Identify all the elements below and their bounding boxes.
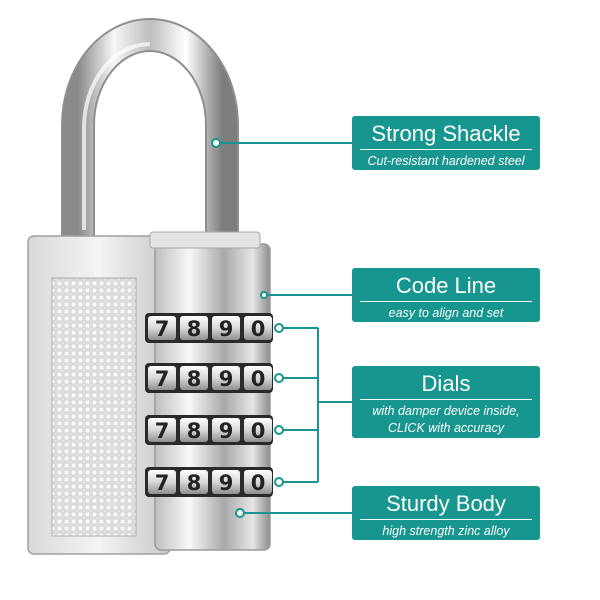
callout-title: Code Line: [395, 273, 497, 298]
dial-digit[interactable]: 9: [219, 419, 234, 443]
dial-digit[interactable]: 7: [155, 317, 170, 341]
dial-digit[interactable]: 8: [187, 367, 202, 391]
callout-divider: [360, 519, 532, 520]
callout-divider: [360, 399, 532, 400]
dial-digit[interactable]: 0: [251, 317, 266, 341]
shackle: [61, 18, 239, 240]
callout-title: Sturdy Body: [386, 491, 506, 516]
dial-row-2: [145, 363, 273, 393]
callout-divider: [360, 301, 532, 302]
callout-title: Strong Shackle: [371, 121, 521, 146]
callout-sturdy-body: Sturdy Body high strength zinc alloy: [352, 486, 540, 540]
dial-digit[interactable]: 8: [187, 471, 202, 495]
callout-subtitle: high strength zinc alloy: [382, 524, 510, 538]
dial-digit[interactable]: 8: [187, 419, 202, 443]
callout-divider: [360, 149, 532, 150]
leader-dot-dial-1: [274, 323, 284, 333]
callout-subtitle-line-1: with damper device inside,: [372, 404, 520, 418]
callout-title: Dials: [421, 371, 471, 396]
leader-dot-code: [260, 291, 268, 299]
dial-digit[interactable]: 0: [251, 471, 266, 495]
dial-row-4: [145, 467, 273, 497]
dial-digit[interactable]: 9: [219, 317, 234, 341]
dial-digit[interactable]: 7: [155, 471, 170, 495]
callout-subtitle: easy to align and set: [388, 306, 504, 320]
callout-subtitle: Cut-resistant hardened steel: [367, 154, 525, 168]
leader-lines: [216, 142, 352, 514]
dial-row-3: [145, 415, 273, 445]
dial-digit[interactable]: 0: [251, 367, 266, 391]
dial-digit[interactable]: 7: [155, 367, 170, 391]
dial-stack: 7 8 9 0 7 8 9 0 7 8 9 0 7 8 9 0: [145, 313, 273, 497]
leader-dot-dial-4: [274, 477, 284, 487]
dial-digit[interactable]: 7: [155, 419, 170, 443]
callout-code-line: Code Line easy to align and set: [352, 268, 540, 322]
callout-subtitle-line-2: CLICK with accuracy: [387, 421, 504, 435]
leader-dots: [211, 138, 284, 518]
callout-strong-shackle: Strong Shackle Cut-resistant hardened st…: [352, 116, 540, 170]
dial-digit[interactable]: 9: [219, 471, 234, 495]
dial-digit[interactable]: 0: [251, 419, 266, 443]
callout-dials: Dials with damper device inside, CLICK w…: [352, 366, 540, 438]
leader-dot-dial-3: [274, 425, 284, 435]
leader-dot-body: [235, 508, 245, 518]
leader-dot-dial-2: [274, 373, 284, 383]
dial-digit[interactable]: 8: [187, 317, 202, 341]
dial-digit[interactable]: 9: [219, 367, 234, 391]
leader-dot-shackle: [211, 138, 221, 148]
dial-row-1: [145, 313, 273, 343]
